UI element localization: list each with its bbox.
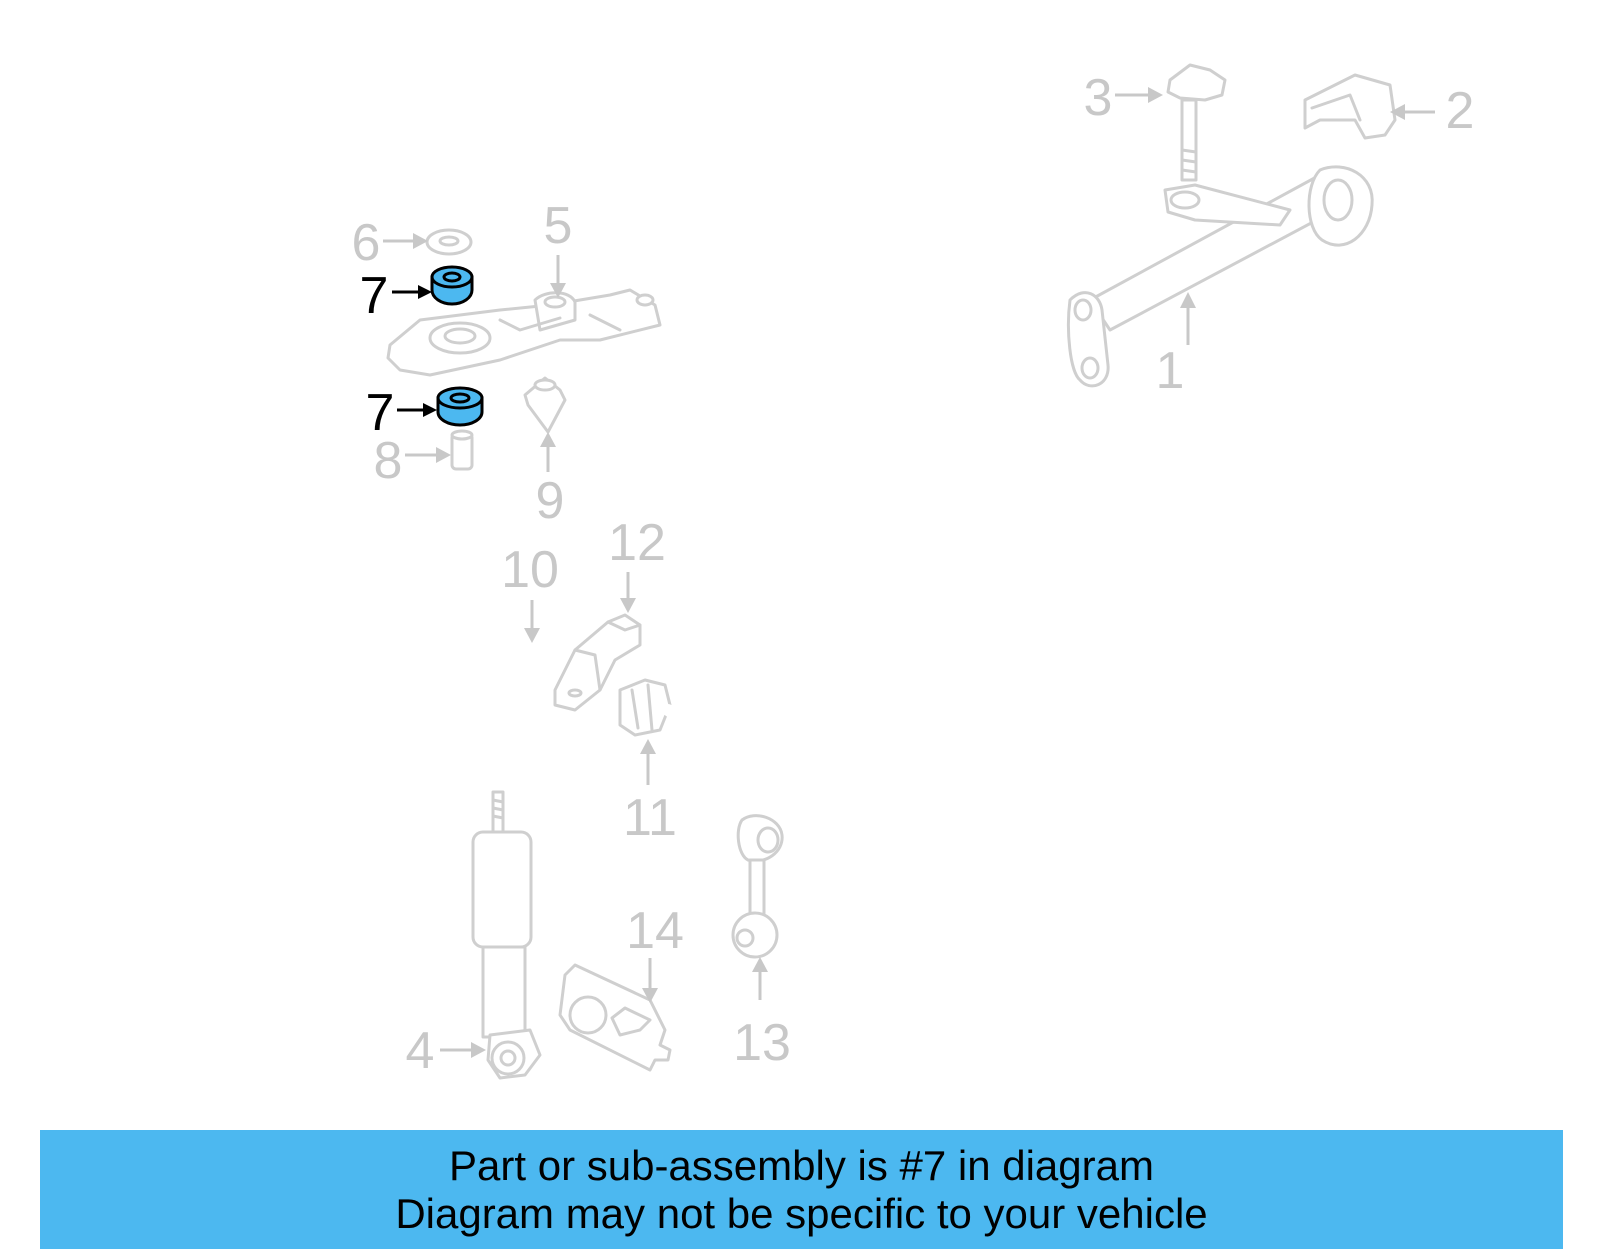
callout-11: 11 bbox=[623, 789, 677, 847]
callout-5: 5 bbox=[544, 197, 573, 255]
part-14-mount-bracket bbox=[558, 963, 672, 1072]
callout-7-lower[interactable]: 7 bbox=[366, 384, 395, 442]
part-6-washer bbox=[425, 228, 473, 256]
part-13-end-link bbox=[731, 814, 784, 959]
part-5-plate bbox=[386, 288, 662, 377]
part-11-bushing bbox=[618, 678, 756, 836]
callout-4: 4 bbox=[406, 1022, 435, 1080]
info-banner: Part or sub-assembly is #7 in diagram Di… bbox=[40, 1130, 1563, 1249]
banner-line-part-number: Part or sub-assembly is #7 in diagram bbox=[449, 1142, 1154, 1189]
callout-6: 6 bbox=[352, 214, 381, 272]
part-3-bolt bbox=[1166, 63, 1227, 182]
callout-10: 10 bbox=[501, 541, 559, 599]
callout-9: 9 bbox=[536, 472, 565, 530]
part-7-bushing-upper[interactable] bbox=[430, 265, 474, 306]
part-1-axle bbox=[1067, 165, 1374, 388]
part-12-bracket bbox=[553, 613, 642, 712]
parts-diagram: 1 2 3 4 5 6 7 7 8 9 10 11 12 13 bbox=[352, 63, 1475, 1080]
part-2-bracket bbox=[1303, 73, 1397, 140]
part-8-sleeve bbox=[450, 429, 474, 471]
callout-2: 2 bbox=[1446, 82, 1475, 140]
callout-13: 13 bbox=[733, 1014, 791, 1072]
banner-line-disclaimer: Diagram may not be specific to your vehi… bbox=[395, 1190, 1208, 1237]
callout-1: 1 bbox=[1156, 342, 1185, 400]
callout-7-upper[interactable]: 7 bbox=[360, 267, 389, 325]
part-4-shock bbox=[471, 790, 542, 1080]
callout-3: 3 bbox=[1084, 69, 1113, 127]
part-9-bumpstop bbox=[523, 376, 567, 434]
callout-12: 12 bbox=[608, 514, 666, 572]
part-7-bushing-lower[interactable] bbox=[436, 386, 484, 427]
callout-8: 8 bbox=[374, 432, 403, 490]
callout-14: 14 bbox=[626, 902, 684, 960]
